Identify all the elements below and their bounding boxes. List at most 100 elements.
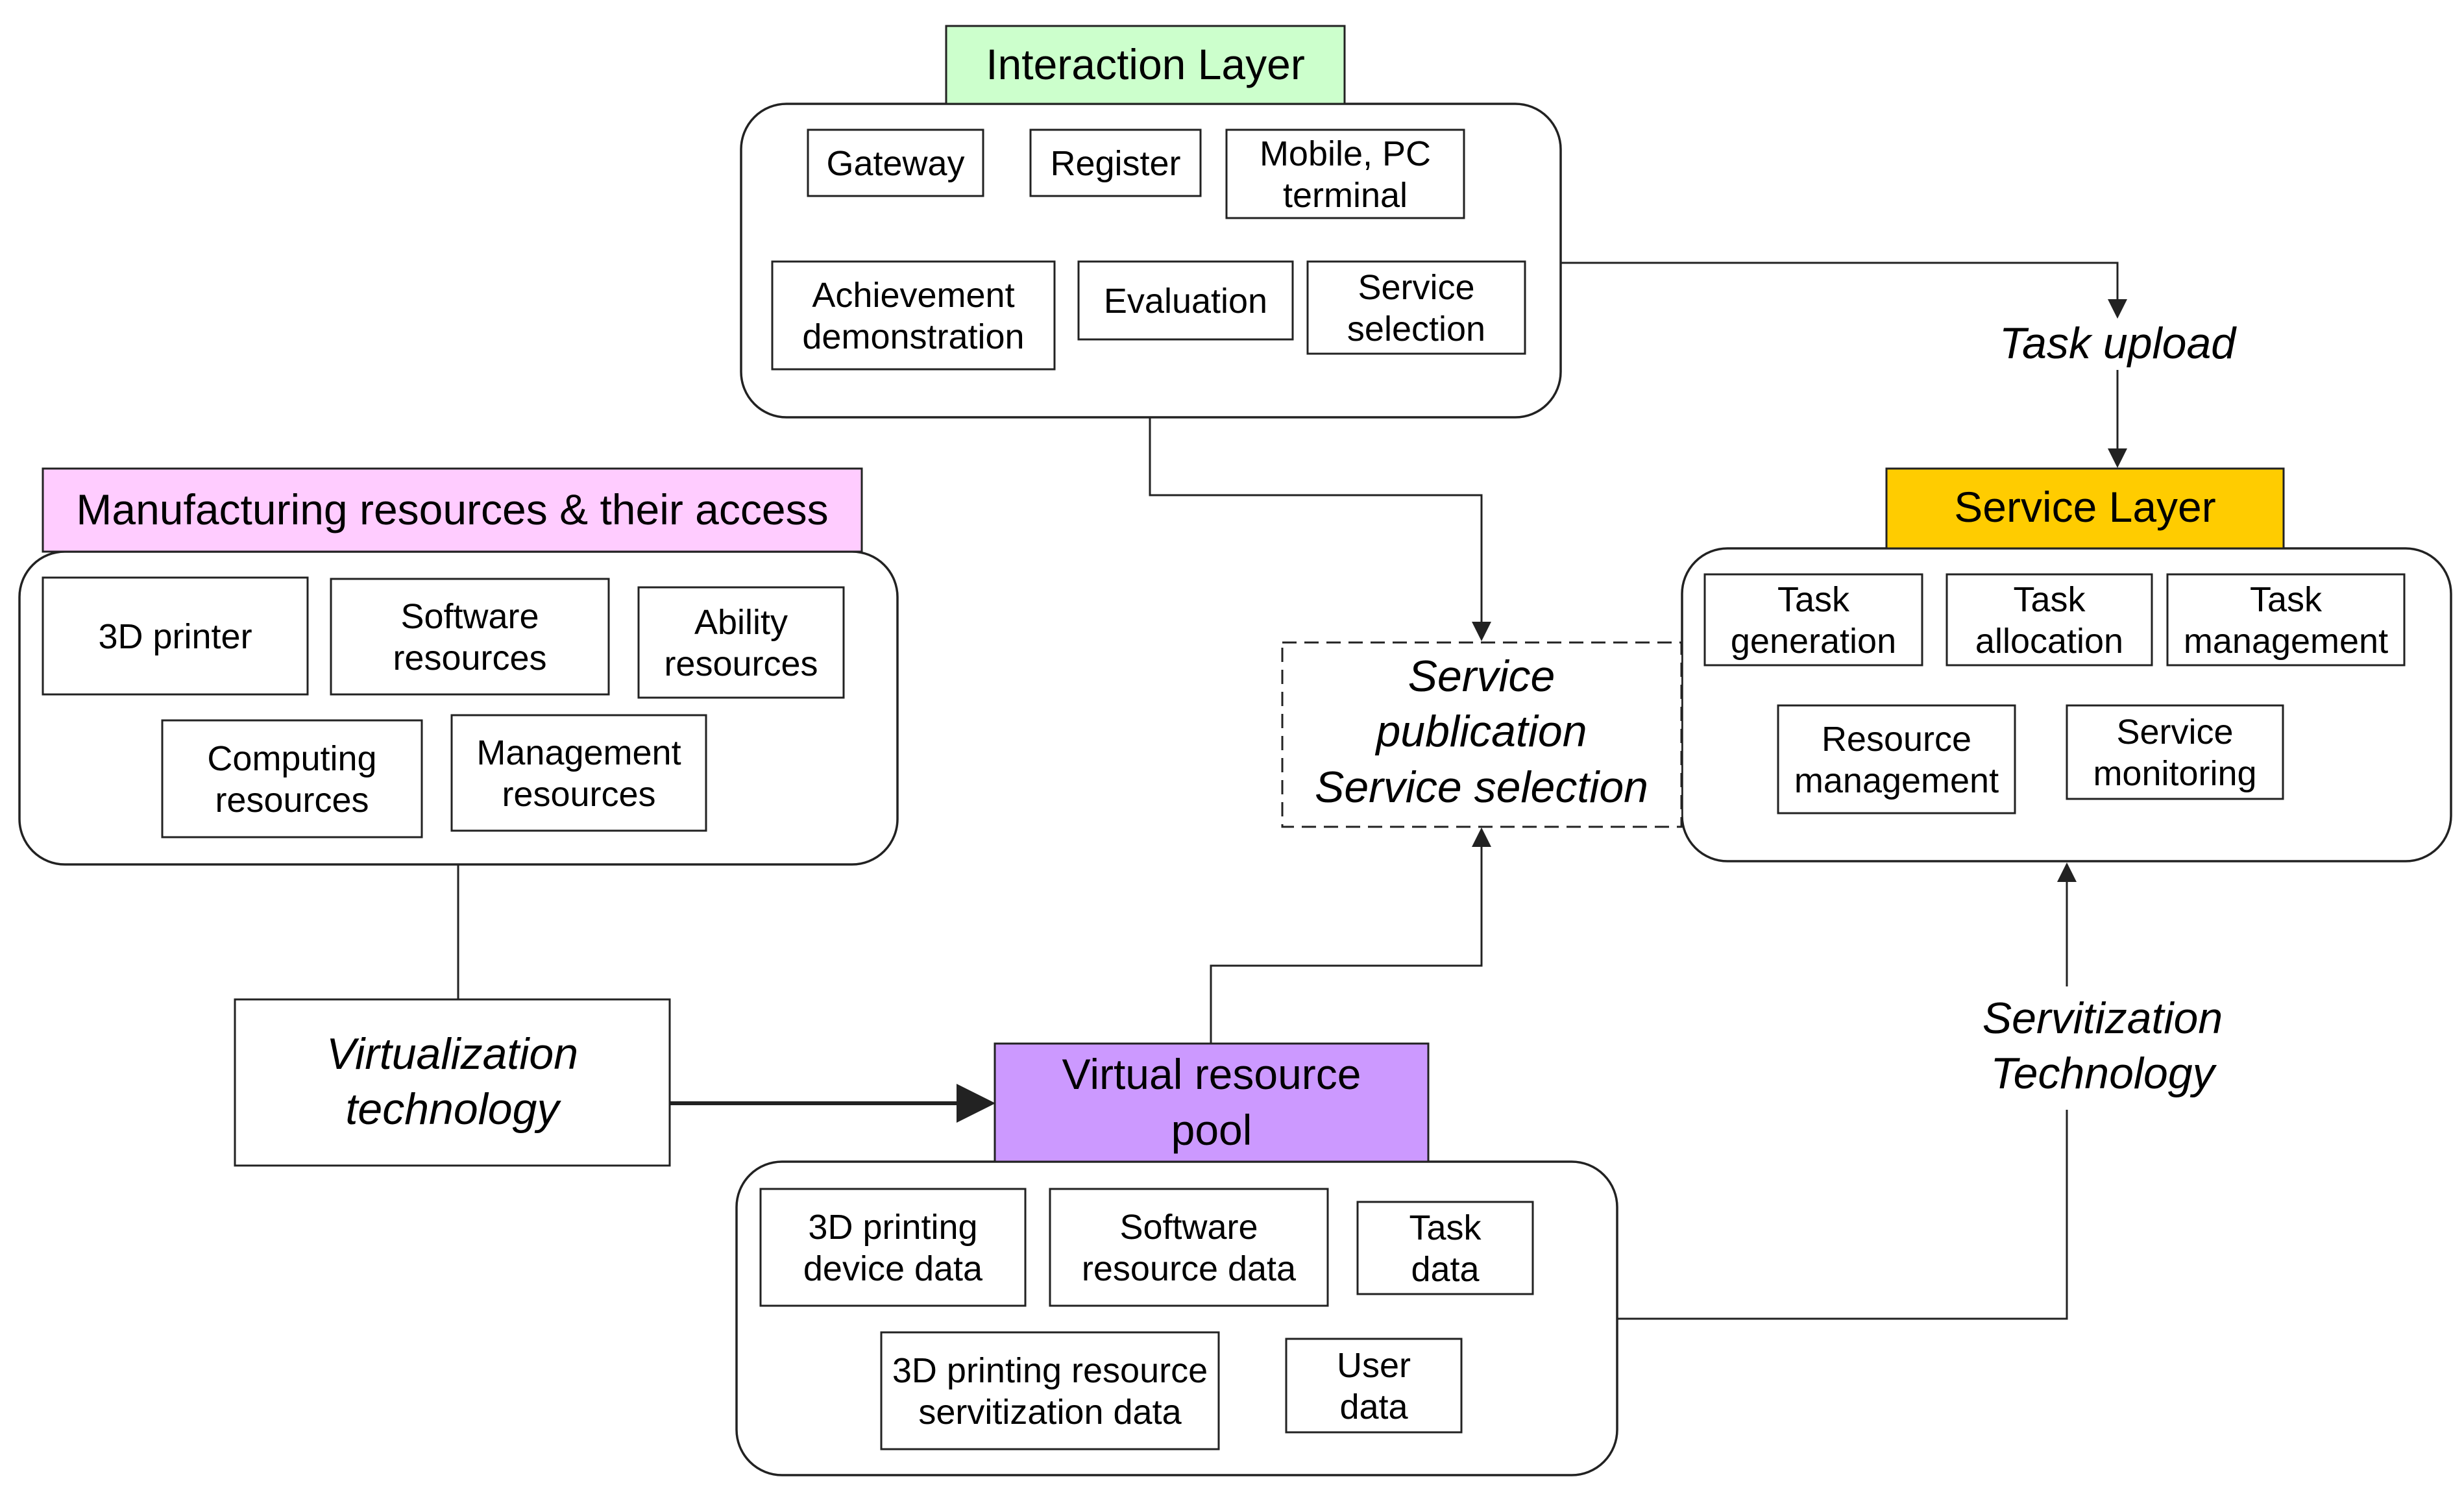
manufacturing-item-box bbox=[330, 578, 610, 696]
center-line-2: publication bbox=[1374, 707, 1587, 756]
virtual-pool-item-label: data bbox=[1339, 1388, 1408, 1426]
service-layer-title: Service Layer bbox=[1954, 483, 2216, 531]
interaction-layer-item-register: Register bbox=[1029, 128, 1202, 197]
service-layer-item-box bbox=[1703, 573, 1923, 667]
center-line-3: Service selection bbox=[1315, 763, 1648, 812]
virtual-pool-item-label: Task bbox=[1409, 1208, 1482, 1247]
connectors bbox=[457, 262, 2127, 1320]
service-layer: Service Layer TaskgenerationTaskallocati… bbox=[1681, 467, 2452, 862]
virtual-pool-item-box bbox=[759, 1188, 1027, 1307]
interaction-layer-item-label: Gateway bbox=[826, 144, 964, 183]
manufacturing-items: 3D printerSoftwareresourcesAbilityresour… bbox=[42, 576, 845, 838]
virtual-pool-item-box bbox=[1356, 1201, 1534, 1295]
interaction-layer-item-evaluation: Evaluation bbox=[1077, 260, 1294, 341]
connector-interaction-to-center bbox=[1149, 417, 1491, 641]
service-layer-item-box bbox=[2166, 573, 2406, 667]
connector-interaction-to-task-upload bbox=[1561, 262, 2127, 319]
connector-pool-to-servitization bbox=[1617, 1110, 2068, 1320]
virtual-pool-item-label: data bbox=[1411, 1250, 1480, 1289]
interaction-layer-item-box bbox=[1077, 260, 1294, 341]
service-layer-item-label: management bbox=[2184, 622, 2388, 661]
interaction-layer: Interaction Layer Gateway Register Mobile,… bbox=[740, 25, 1562, 419]
manufacturing-item-box bbox=[450, 714, 707, 832]
service-layer-item-label: Service bbox=[2116, 713, 2233, 752]
interaction-layer-items: Gateway Register Mobile, PCterminalAchieve… bbox=[771, 128, 1526, 371]
interaction-layer-item-label: Mobile, PC bbox=[1260, 134, 1431, 173]
virtual-pool-item-box bbox=[1049, 1188, 1329, 1307]
manufacturing-item-3d-printer: 3D printer bbox=[42, 576, 309, 696]
virtual-pool-header bbox=[994, 1042, 1430, 1163]
service-layer-item-label: monitoring bbox=[2093, 754, 2256, 793]
virtualization-box bbox=[234, 998, 671, 1167]
center-box bbox=[1281, 641, 1683, 828]
servitization-line-1: Servitization bbox=[1982, 994, 2223, 1043]
service-layer-item-box bbox=[2066, 704, 2284, 800]
servitization-line-2: Technology bbox=[1990, 1049, 2217, 1098]
manufacturing-resources: Manufacturing resources & their access 3… bbox=[18, 467, 899, 866]
interaction-layer-item-box bbox=[1306, 260, 1526, 355]
manufacturing-title: Manufacturing resources & their access bbox=[76, 485, 828, 533]
interaction-layer-item-box bbox=[771, 260, 1056, 371]
interaction-layer-item-label: Register bbox=[1050, 144, 1180, 183]
interaction-layer-item-box bbox=[1029, 128, 1202, 197]
virtual-pool-item-label: User bbox=[1337, 1346, 1411, 1385]
manufacturing-item-label: Management bbox=[476, 733, 681, 772]
interaction-layer-item-box bbox=[1225, 128, 1465, 219]
service-publication-selection: Service publication Service selection bbox=[1281, 641, 1683, 828]
service-layer-item-label: Task bbox=[2013, 580, 2086, 619]
interaction-layer-title: Interaction Layer bbox=[986, 40, 1305, 88]
service-layer-item-label: Resource bbox=[1822, 720, 1971, 759]
service-layer-item-label: generation bbox=[1731, 622, 1896, 661]
interaction-layer-item-gateway: Gateway bbox=[807, 128, 984, 197]
service-layer-items: TaskgenerationTaskallocationTaskmanageme… bbox=[1703, 573, 2406, 814]
manufacturing-item-box bbox=[42, 576, 309, 696]
virtual-pool-item-label: Software bbox=[1119, 1208, 1258, 1247]
service-layer-item-label: allocation bbox=[1975, 622, 2123, 661]
manufacturing-item-label: resources bbox=[502, 775, 655, 814]
manufacturing-item-label: Computing bbox=[207, 739, 376, 778]
interaction-layer-item-label: demonstration bbox=[802, 317, 1024, 356]
virtual-pool-item-box bbox=[1285, 1338, 1463, 1434]
virtualization-technology: Virtualization technology bbox=[234, 998, 671, 1167]
interaction-layer-item-label: selection bbox=[1347, 310, 1485, 349]
virtual-pool-item-label: resource data bbox=[1082, 1249, 1297, 1288]
virtual-pool-title-line-2: pool bbox=[1171, 1106, 1252, 1154]
interaction-layer-item-label: Service bbox=[1358, 268, 1474, 307]
manufacturing-item-box bbox=[161, 719, 423, 838]
virtualization-line-2: technology bbox=[346, 1084, 562, 1134]
service-layer-item-label: management bbox=[1794, 761, 1999, 800]
virtual-pool-item-label: servitization data bbox=[918, 1393, 1182, 1432]
service-layer-item-label: Task bbox=[1777, 580, 1850, 619]
interaction-layer-item-box bbox=[807, 128, 984, 197]
manufacturing-item-label: resources bbox=[393, 639, 546, 678]
virtual-pool-item-box bbox=[880, 1331, 1220, 1450]
virtual-pool-item-label: 3D printing resource bbox=[892, 1351, 1208, 1390]
service-layer-item-box bbox=[1777, 704, 2016, 814]
task-upload-label: Task upload bbox=[1999, 319, 2237, 368]
manufacturing-item-box bbox=[637, 586, 845, 699]
connector-pool-to-center bbox=[1210, 827, 1491, 1044]
interaction-layer-item-label: terminal bbox=[1283, 176, 1408, 215]
center-line-1: Service bbox=[1408, 652, 1555, 701]
service-layer-item-label: Task bbox=[2250, 580, 2323, 619]
virtual-pool-item-label: 3D printing bbox=[808, 1208, 977, 1247]
manufacturing-item-label: resources bbox=[215, 781, 369, 820]
manufacturing-item-label: Software bbox=[400, 597, 539, 636]
interaction-layer-item-label: Achievement bbox=[812, 276, 1014, 315]
